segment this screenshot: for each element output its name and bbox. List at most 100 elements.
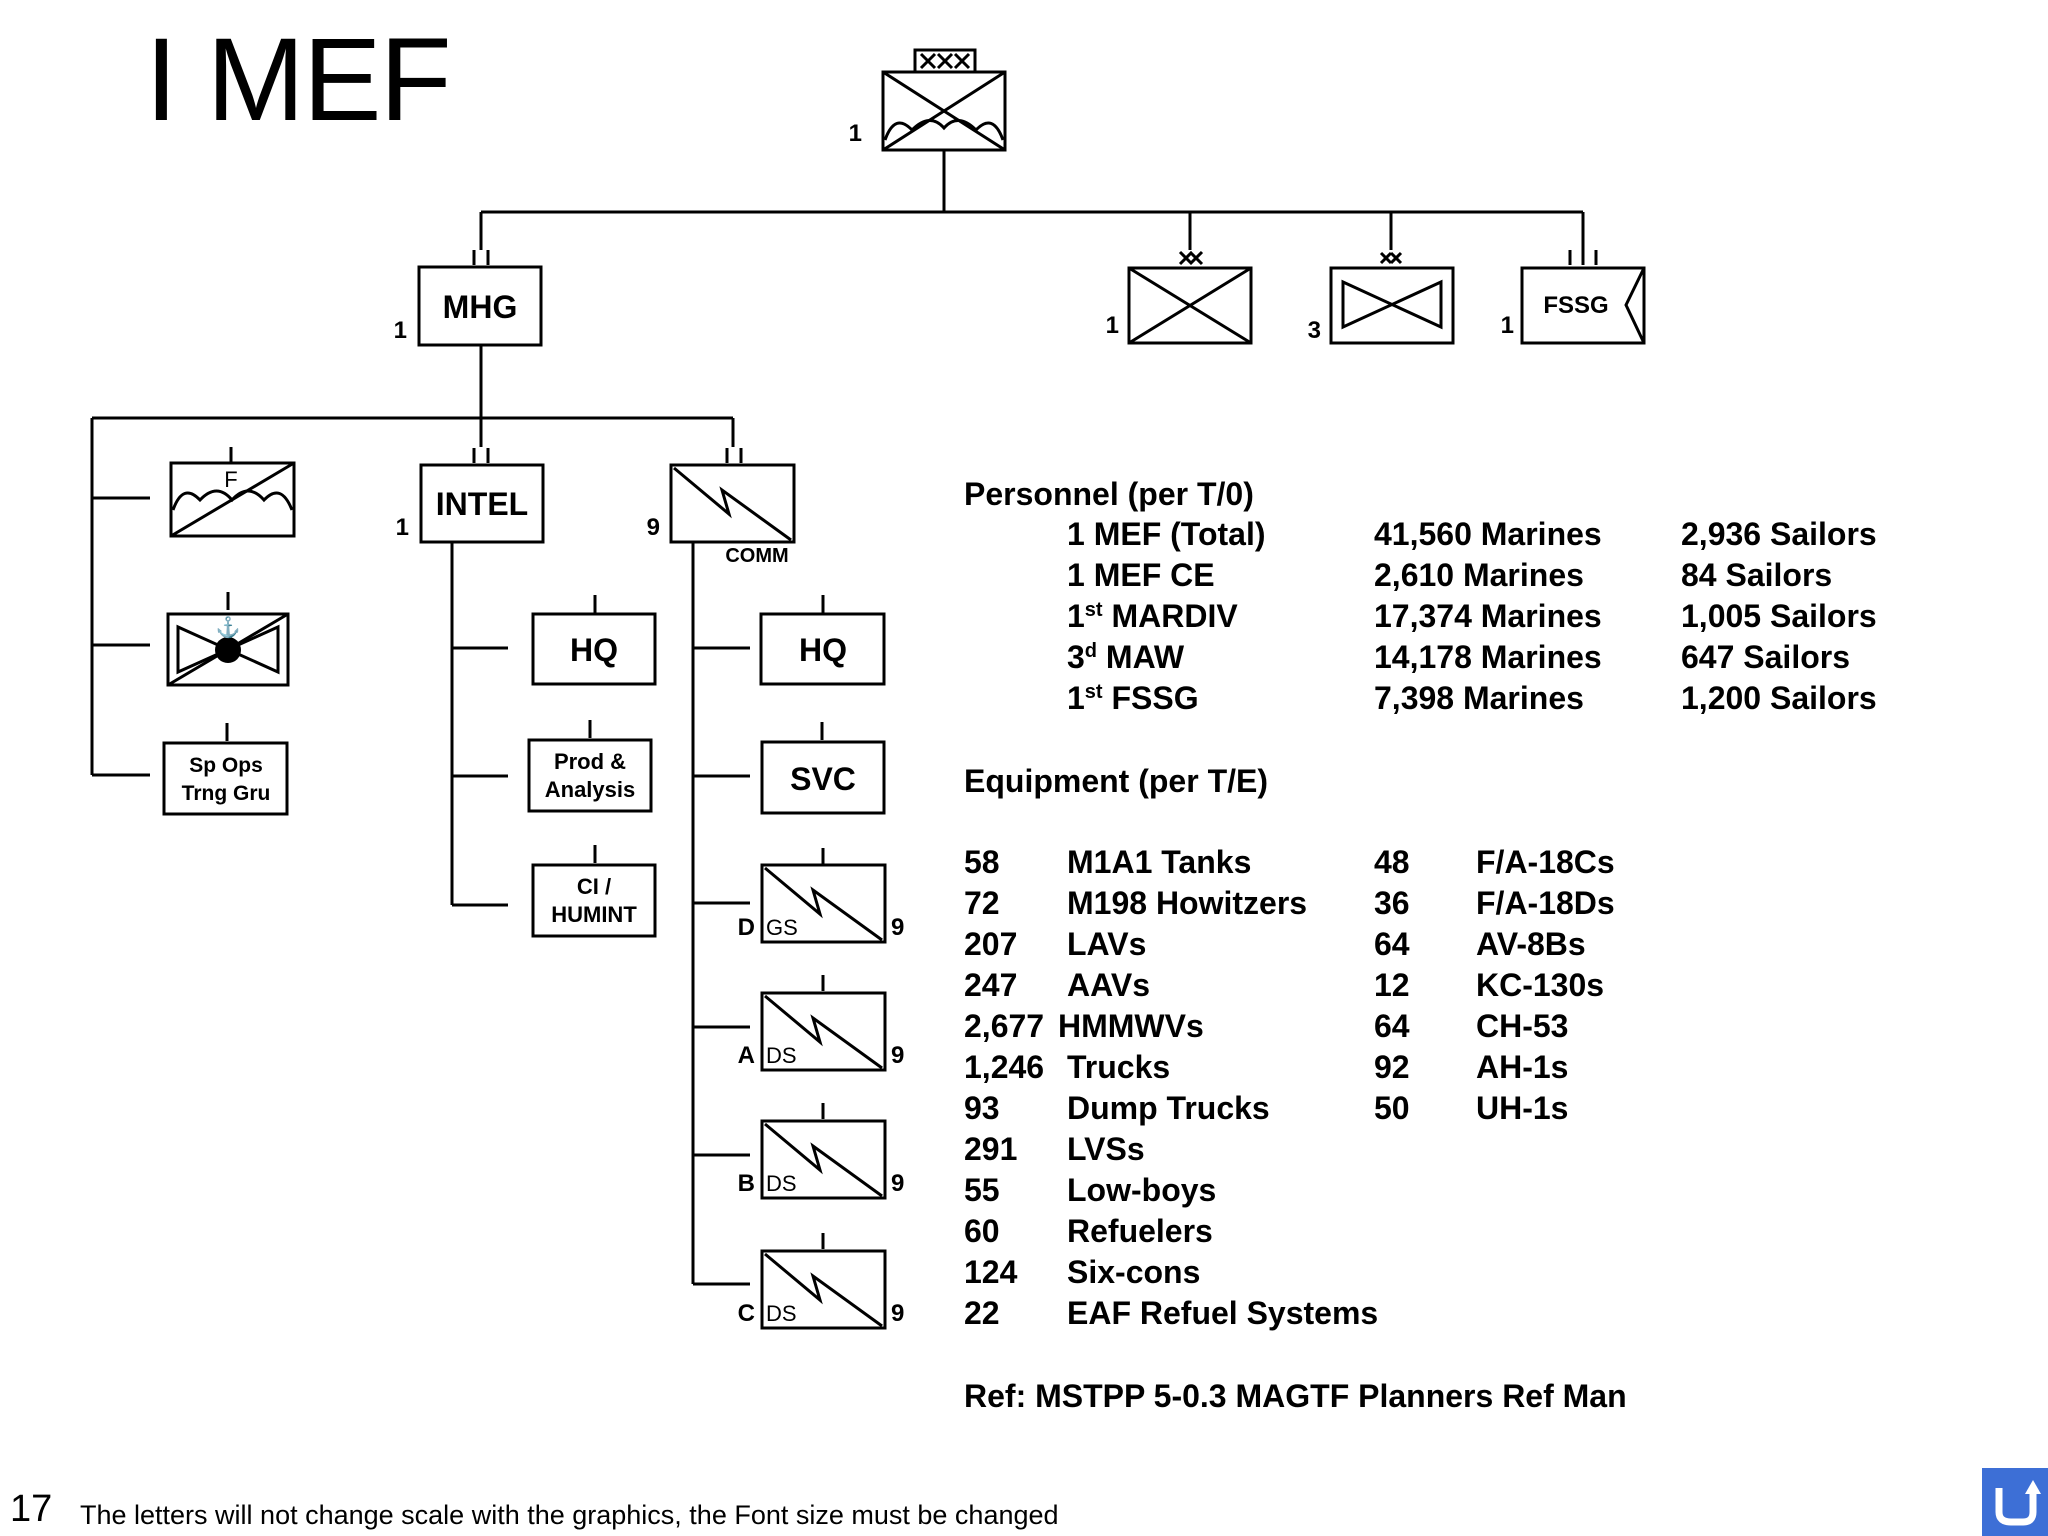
personnel-sailors: 1,200 Sailors	[1681, 680, 1877, 716]
mhg-unit[interactable]: MHG 1	[394, 250, 543, 347]
intel-hq-box	[531, 612, 657, 686]
equipment-qty: 58	[964, 844, 1000, 880]
company-b-role: DS	[766, 1171, 797, 1196]
personnel-unit: 1st MARDIV	[1067, 598, 1238, 634]
intel-label: INTEL	[436, 486, 528, 522]
sp-ops-line2: Trng Gru	[182, 782, 271, 805]
comm-company-d[interactable]: GS D 9	[738, 848, 905, 944]
division-count: 1	[1106, 312, 1119, 339]
equipment-item: F/A-18Cs	[1476, 844, 1615, 880]
personnel-sailors: 84 Sailors	[1681, 557, 1832, 593]
ci-humint-line1: CI /	[577, 874, 611, 899]
equipment-qty: 36	[1374, 885, 1410, 921]
fssg-count: 1	[1501, 312, 1514, 339]
fssg-box	[1520, 266, 1646, 345]
personnel-unit: 1 MEF (Total)	[1067, 516, 1266, 552]
footer-note: The letters will not change scale with t…	[80, 1500, 1059, 1530]
mef-symbol: 1	[849, 48, 1007, 152]
lightning-bolt-icon	[764, 1122, 883, 1198]
page-number: 17	[10, 1488, 53, 1530]
equipment-item: HMMWVs	[1058, 1008, 1204, 1044]
svc-unit[interactable]: SVC	[760, 722, 886, 815]
division-unit[interactable]: 1	[1106, 250, 1253, 345]
aviation-bowtie-icon	[176, 624, 280, 675]
equipment-item: M1A1 Tanks	[1067, 844, 1251, 880]
intel-unit[interactable]: INTEL 1	[396, 448, 545, 544]
equipment-item: AAVs	[1067, 967, 1150, 1003]
mef-infantry-cross	[882, 70, 1006, 152]
company-d-role: GS	[766, 915, 798, 940]
personnel-section: Personnel (per T/0) 1 MEF (Total) 41,560…	[964, 476, 1877, 716]
equipment-qty: 124	[964, 1254, 1018, 1290]
company-d-letter: D	[738, 914, 755, 941]
equipment-item: Low-boys	[1067, 1172, 1216, 1208]
ci-humint-line2: HUMINT	[551, 902, 637, 927]
intel-echelon-ii	[472, 448, 490, 463]
company-a-role: DS	[766, 1043, 797, 1068]
comm-count: 9	[647, 514, 660, 541]
intel-box	[419, 463, 545, 544]
naval-gunfire-dot-icon	[215, 637, 241, 663]
mhg-count: 1	[394, 317, 407, 344]
equipment-item: UH-1s	[1476, 1090, 1568, 1126]
equipment-item: AV-8Bs	[1476, 926, 1586, 962]
personnel-marines: 14,178 Marines	[1374, 639, 1602, 675]
equipment-item: Refuelers	[1067, 1213, 1213, 1249]
wing-count: 3	[1308, 317, 1321, 344]
wing-unit[interactable]: 3	[1308, 251, 1455, 345]
personnel-unit: 3d MAW	[1067, 639, 1185, 675]
company-c-role: DS	[766, 1301, 797, 1326]
force-recon-unit[interactable]: F	[169, 447, 296, 538]
equipment-item: EAF Refuel Systems	[1067, 1295, 1378, 1331]
infantry-cross-icon	[1128, 266, 1252, 345]
intel-count: 1	[396, 514, 409, 541]
equipment-qty: 93	[964, 1090, 1000, 1126]
comm-hq-unit[interactable]: HQ	[759, 595, 886, 686]
svc-box	[760, 740, 886, 815]
comm-unit[interactable]: COMM 9	[647, 448, 796, 567]
mef-aviation-wave	[883, 119, 1005, 141]
mhg-echelon-ii	[472, 250, 490, 265]
comm-company-a[interactable]: DS A 9	[738, 975, 905, 1072]
personnel-unit: 1st FSSG	[1067, 680, 1199, 716]
equipment-heading: Equipment (per T/E)	[964, 763, 1268, 799]
company-c-parent: 9	[891, 1300, 904, 1327]
personnel-sailors: 647 Sailors	[1681, 639, 1850, 675]
ci-humint-unit[interactable]: CI / HUMINT	[531, 845, 657, 938]
company-d-parent: 9	[891, 914, 904, 941]
equipment-item: LVSs	[1067, 1131, 1145, 1167]
prod-analysis-line2: Analysis	[545, 777, 636, 802]
equipment-item: Six-cons	[1067, 1254, 1200, 1290]
prod-analysis-unit[interactable]: Prod & Analysis	[527, 720, 653, 813]
page-title: I MEF	[145, 14, 452, 146]
equipment-qty: 55	[964, 1172, 1000, 1208]
equipment-qty: 291	[964, 1131, 1017, 1167]
comm-company-b[interactable]: DS B 9	[738, 1103, 905, 1200]
equipment-qty: 22	[964, 1295, 1000, 1331]
comm-company-c[interactable]: DS C 9	[738, 1233, 905, 1330]
equipment-qty: 64	[1374, 926, 1410, 962]
fssg-unit[interactable]: FSSG 1	[1501, 250, 1646, 345]
company-b-parent: 9	[891, 1170, 904, 1197]
equipment-qty: 64	[1374, 1008, 1410, 1044]
anglico-unit[interactable]: ⚓	[166, 592, 290, 687]
mef-echelon-xxx	[919, 52, 971, 70]
equipment-item: LAVs	[1067, 926, 1146, 962]
return-button[interactable]	[1982, 1468, 2048, 1536]
ci-humint-box	[531, 863, 657, 938]
comm-echelon-ii	[725, 448, 743, 463]
svc-label: SVC	[790, 761, 856, 797]
fssg-label: FSSG	[1543, 292, 1608, 319]
sp-ops-trng-gru-unit[interactable]: Sp Ops Trng Gru	[162, 723, 289, 816]
intel-connectors	[450, 542, 508, 907]
equipment-item: KC-130s	[1476, 967, 1604, 1003]
equipment-item: Trucks	[1067, 1049, 1170, 1085]
lightning-bolt-icon	[764, 994, 883, 1070]
intel-hq-unit[interactable]: HQ	[531, 595, 657, 686]
anchor-icon: ⚓	[216, 615, 241, 639]
mhg-label: MHG	[443, 289, 518, 325]
company-c-letter: C	[738, 1300, 755, 1327]
mhg-box	[417, 265, 543, 347]
return-arrow-icon	[1995, 1480, 2041, 1526]
personnel-marines: 17,374 Marines	[1374, 598, 1602, 634]
